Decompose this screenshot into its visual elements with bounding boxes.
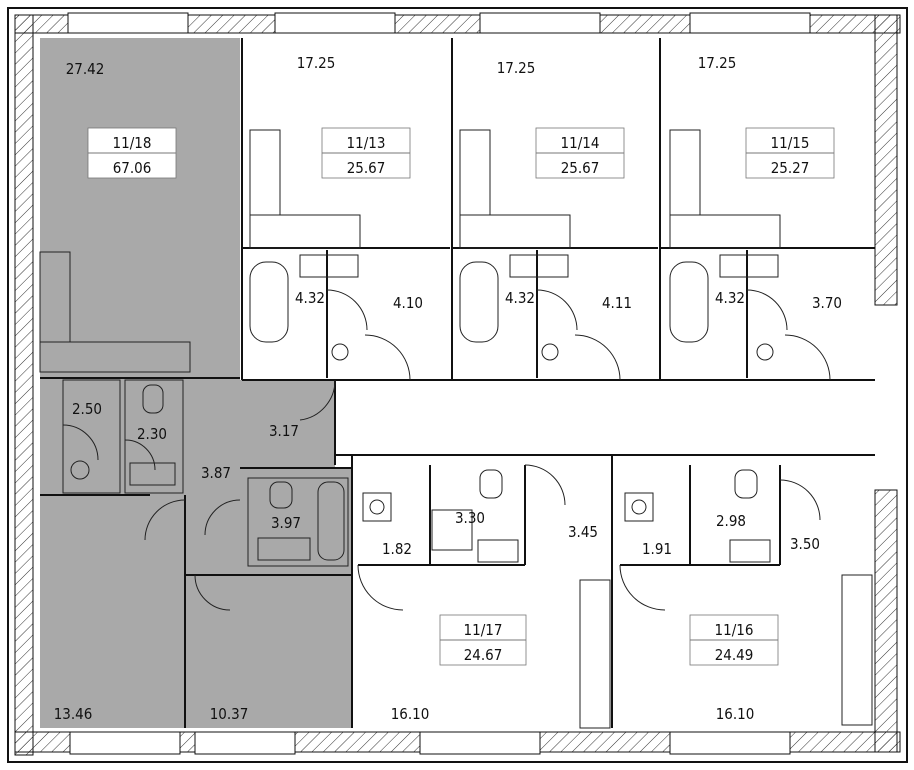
room-area: 1.82: [382, 540, 412, 558]
room-area: 17.25: [297, 54, 336, 72]
apartment-id: 11/16: [715, 621, 754, 639]
apartment-label-11-16[interactable]: 11/16 24.49: [689, 614, 779, 666]
room-area: 27.42: [66, 60, 105, 78]
room-area: 4.32: [295, 289, 325, 307]
room-area: 3.30: [455, 509, 485, 527]
apartment-area: 25.67: [347, 159, 386, 177]
room-area: 10.37: [210, 705, 249, 723]
room-area: 3.70: [812, 294, 842, 312]
room-area: 4.10: [393, 294, 423, 312]
room-area: 13.46: [54, 705, 93, 723]
room-area: 3.45: [568, 523, 598, 541]
room-area: 2.50: [72, 400, 102, 418]
apartment-11-18-area[interactable]: [40, 38, 352, 728]
apartment-id: 11/18: [113, 134, 152, 152]
room-area: 3.87: [201, 464, 231, 482]
room-area: 4.32: [715, 289, 745, 307]
apartment-id: 11/17: [464, 621, 503, 639]
apartment-area: 67.06: [113, 159, 152, 177]
apartment-label-11-15[interactable]: 11/15 25.27: [745, 127, 835, 179]
apartment-label-11-18[interactable]: 11/18 67.06: [87, 127, 177, 179]
apartment-label-11-14[interactable]: 11/14 25.67: [535, 127, 625, 179]
apartment-area: 25.67: [561, 159, 600, 177]
apartment-area: 24.49: [715, 646, 754, 664]
apartment-id: 11/14: [561, 134, 600, 152]
room-area: 3.97: [271, 514, 301, 532]
room-area: 17.25: [497, 59, 536, 77]
room-area: 4.32: [505, 289, 535, 307]
apartment-area: 25.27: [771, 159, 810, 177]
room-area: 16.10: [716, 705, 755, 723]
room-area: 4.11: [602, 294, 632, 312]
room-area: 1.91: [642, 540, 672, 558]
room-area: 3.17: [269, 422, 299, 440]
fixtures: [39, 129, 873, 729]
apartment-label-11-13[interactable]: 11/13 25.67: [321, 127, 411, 179]
apartment-id: 11/13: [347, 134, 386, 152]
apartment-label-11-17[interactable]: 11/17 24.67: [439, 614, 527, 666]
room-area: 17.25: [698, 54, 737, 72]
apartment-id: 11/15: [771, 134, 810, 152]
apartment-area: 24.67: [464, 646, 503, 664]
room-area: 16.10: [391, 705, 430, 723]
interior-walls: [40, 38, 875, 728]
room-area: 3.50: [790, 535, 820, 553]
room-labels: 27.42 2.50 2.30 3.87 3.17 3.97 13.46 10.…: [54, 54, 842, 723]
room-area: 2.98: [716, 512, 746, 530]
room-area: 2.30: [137, 425, 167, 443]
windows: [67, 12, 811, 755]
